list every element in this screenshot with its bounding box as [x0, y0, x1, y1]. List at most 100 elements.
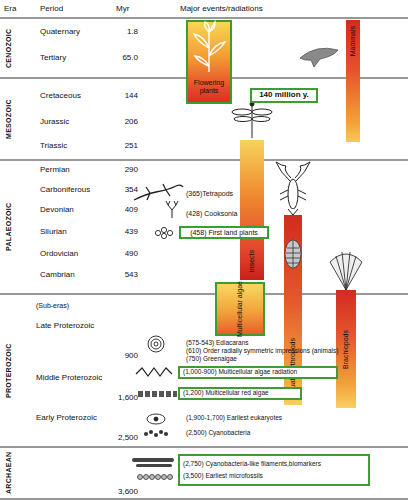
period-name: Cretaceous: [40, 92, 81, 100]
bottom-rule: [0, 499, 408, 500]
period-name: Cambrian: [40, 271, 75, 279]
algae-cell: [159, 391, 164, 397]
archaean-filament-icon: [132, 458, 174, 467]
dragonfly-icon: [232, 102, 272, 138]
myr-value: 65.0: [98, 54, 138, 62]
spore-circle: [161, 227, 166, 232]
event-text: (1,900-1,700) Earliest eukaryotes: [186, 415, 282, 422]
radiation-bar: Mammals: [346, 20, 360, 142]
eukaryote-cell: [147, 414, 165, 424]
tetrapod-body: [134, 185, 183, 200]
event-box: (2,750) Cyanobacteria-like filaments,bio…: [178, 454, 370, 486]
brachiopod-shell: [330, 254, 362, 290]
column-header: Period: [40, 5, 63, 13]
cell-dot: [159, 430, 163, 434]
era-name: ARCHAEAN: [2, 447, 14, 499]
node-text: (1,200) Multicellular red algae: [183, 390, 269, 397]
event-box: (1,200) Multicellular red algae: [178, 387, 302, 400]
era-name: MESOZOIC: [2, 78, 14, 160]
sub-era-name: Middle Proterozoic: [36, 374, 102, 382]
event-text: (365)Tetrapods: [186, 190, 233, 197]
era-name: CENOZOIC: [2, 18, 14, 78]
radiation-box: Flowering plants: [186, 20, 232, 104]
dragonfly-body: [252, 104, 253, 138]
radiation-bar: Insects: [240, 140, 264, 280]
cell-dot: [154, 433, 158, 437]
node-text: (3,500) Earliest microfossils: [183, 473, 263, 480]
cyanobacteria-icon: [144, 430, 168, 437]
sub-era-heading: (Sub-eras): [36, 302, 69, 309]
myr-value: 290: [98, 166, 138, 174]
column-header: Myr: [116, 5, 129, 13]
ediacaran-ring: [148, 336, 164, 352]
node-text: Multicellular algae: [236, 281, 243, 337]
tetrapod-icon: [134, 184, 183, 200]
column-header: Major events/radiations: [180, 5, 263, 13]
microfossil: [144, 475, 149, 480]
era-rules: [0, 18, 408, 499]
microfossil: [150, 475, 155, 480]
eukaryote-nucleus: [154, 417, 158, 421]
column-header: Era: [4, 5, 16, 13]
tetrapod-legs: [146, 184, 170, 200]
microfossil: [168, 475, 173, 480]
period-name: Silurian: [40, 228, 67, 236]
node-text: Mammals: [349, 26, 356, 56]
period-name: Jurassic: [40, 118, 69, 126]
era-rule: [0, 160, 408, 161]
myr-value: 900: [98, 352, 138, 360]
algae-cell: [166, 391, 171, 397]
dragonfly-wing: [252, 109, 272, 115]
spore-circle: [161, 233, 166, 238]
cooksonia-stem: [166, 201, 178, 218]
ediacaran-icon: [148, 336, 164, 352]
node-text: (458) First land plants: [190, 229, 258, 236]
note-box: 140 million y.: [250, 88, 318, 103]
lobster-legs: [280, 190, 306, 200]
event-box: (1,000-900) Multicellular algae radiatio…: [178, 366, 338, 379]
node-text: (1,000-900) Multicellular algae radiatio…: [183, 369, 297, 376]
sub-era-name: Late Proterozoic: [36, 322, 94, 330]
myr-value: 543: [98, 271, 138, 279]
microfossil: [156, 475, 161, 480]
event-text: (2,500) Cyanobacteria: [186, 430, 250, 437]
myr-value: 144: [98, 92, 138, 100]
spore-icon: [155, 227, 172, 238]
spore-circle: [155, 230, 160, 235]
cell-dot: [144, 432, 148, 436]
myr-value: 206: [98, 118, 138, 126]
microfossil-icon: [138, 475, 173, 480]
myr-value: 490: [98, 250, 138, 258]
algae-cell: [173, 391, 177, 397]
radiation-box: Multicellular algae: [215, 282, 265, 336]
lobster-claw: [276, 162, 291, 181]
myr-value: 2,500: [98, 434, 138, 442]
algae-cell: [145, 391, 150, 397]
algae-filament-icon: [136, 368, 172, 376]
algae-cell: [138, 391, 143, 397]
dragonfly-wing: [252, 117, 270, 122]
period-name: Triassic: [40, 142, 67, 150]
microfossil: [138, 475, 143, 480]
filament: [136, 464, 172, 467]
era-rule: [0, 447, 408, 448]
sub-era-name: Early Proterozoic: [36, 414, 97, 422]
myr-value: 1.8: [98, 28, 138, 36]
myr-value: 354: [98, 186, 138, 194]
mammal-icon: [300, 48, 338, 67]
period-name: Devonian: [40, 206, 74, 214]
dragonfly-wing: [234, 117, 252, 122]
era-name: PROTEROZOIC: [2, 294, 14, 447]
node-text: (2,750) Cyanobacteria-like filaments,bio…: [183, 461, 321, 468]
period-name: Quaternary: [40, 28, 80, 36]
node-text: Flowering plants: [188, 79, 230, 94]
filament: [132, 458, 174, 462]
eukaryote-icon: [147, 414, 165, 424]
microfossil: [162, 475, 167, 480]
lobster-icon: [276, 162, 310, 215]
lobster-body: [288, 179, 298, 209]
lobster-claw: [295, 162, 310, 181]
node-text: Brachiopods: [342, 330, 349, 369]
red-algae-icon: [138, 391, 177, 397]
